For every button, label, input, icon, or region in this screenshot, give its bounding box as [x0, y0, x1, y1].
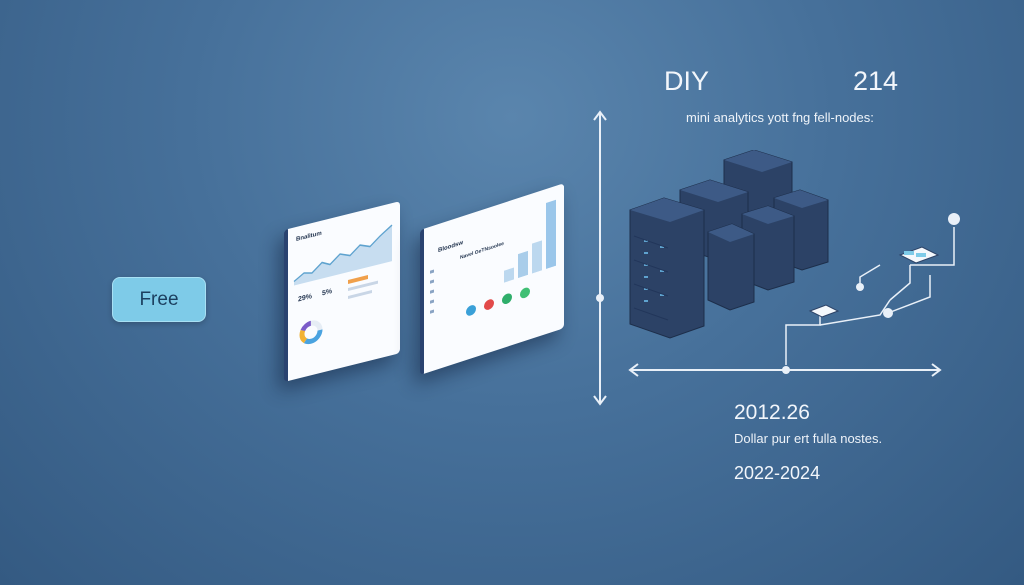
screen-right-sidebar — [430, 269, 434, 330]
dashboard-screen-left: Bnalitum 29% 5% — [284, 201, 400, 382]
screen-left-donut-chart — [299, 320, 323, 345]
dashboard-screen-right: Bloodsw Navel GeTNsoolee — [420, 183, 564, 375]
lower-years: 2022-2024 — [734, 463, 821, 483]
network-diagram — [785, 213, 960, 365]
header-subtitle: mini analytics yott fng fell-nodes: — [686, 110, 874, 125]
blue-status-icon — [466, 303, 476, 318]
green-status-icon — [502, 292, 512, 306]
screen-left-stat-a: 29% — [298, 293, 313, 304]
screen-left-stat-b: 5% — [322, 288, 333, 298]
server-rack-cluster — [629, 150, 829, 339]
horizontal-axis-arrow — [628, 363, 942, 377]
screen-right-bar-chart — [504, 199, 556, 283]
screen-right-brand: Bloodsw — [438, 240, 463, 255]
header-number: 214 — [853, 66, 899, 96]
screen-left-gray-bar-2 — [348, 290, 372, 300]
free-button[interactable]: Free — [112, 277, 206, 322]
header-title: DIY — [664, 66, 710, 96]
free-label: Free — [139, 288, 179, 310]
screen-left-area-chart — [293, 224, 393, 286]
green-status-icon-2 — [520, 286, 530, 300]
lower-value: 2012.26 — [734, 401, 810, 424]
vertical-axis-arrow — [593, 110, 607, 406]
red-status-icon — [484, 297, 494, 312]
lower-caption: Dollar pur ert fulla nostes. — [734, 431, 883, 446]
